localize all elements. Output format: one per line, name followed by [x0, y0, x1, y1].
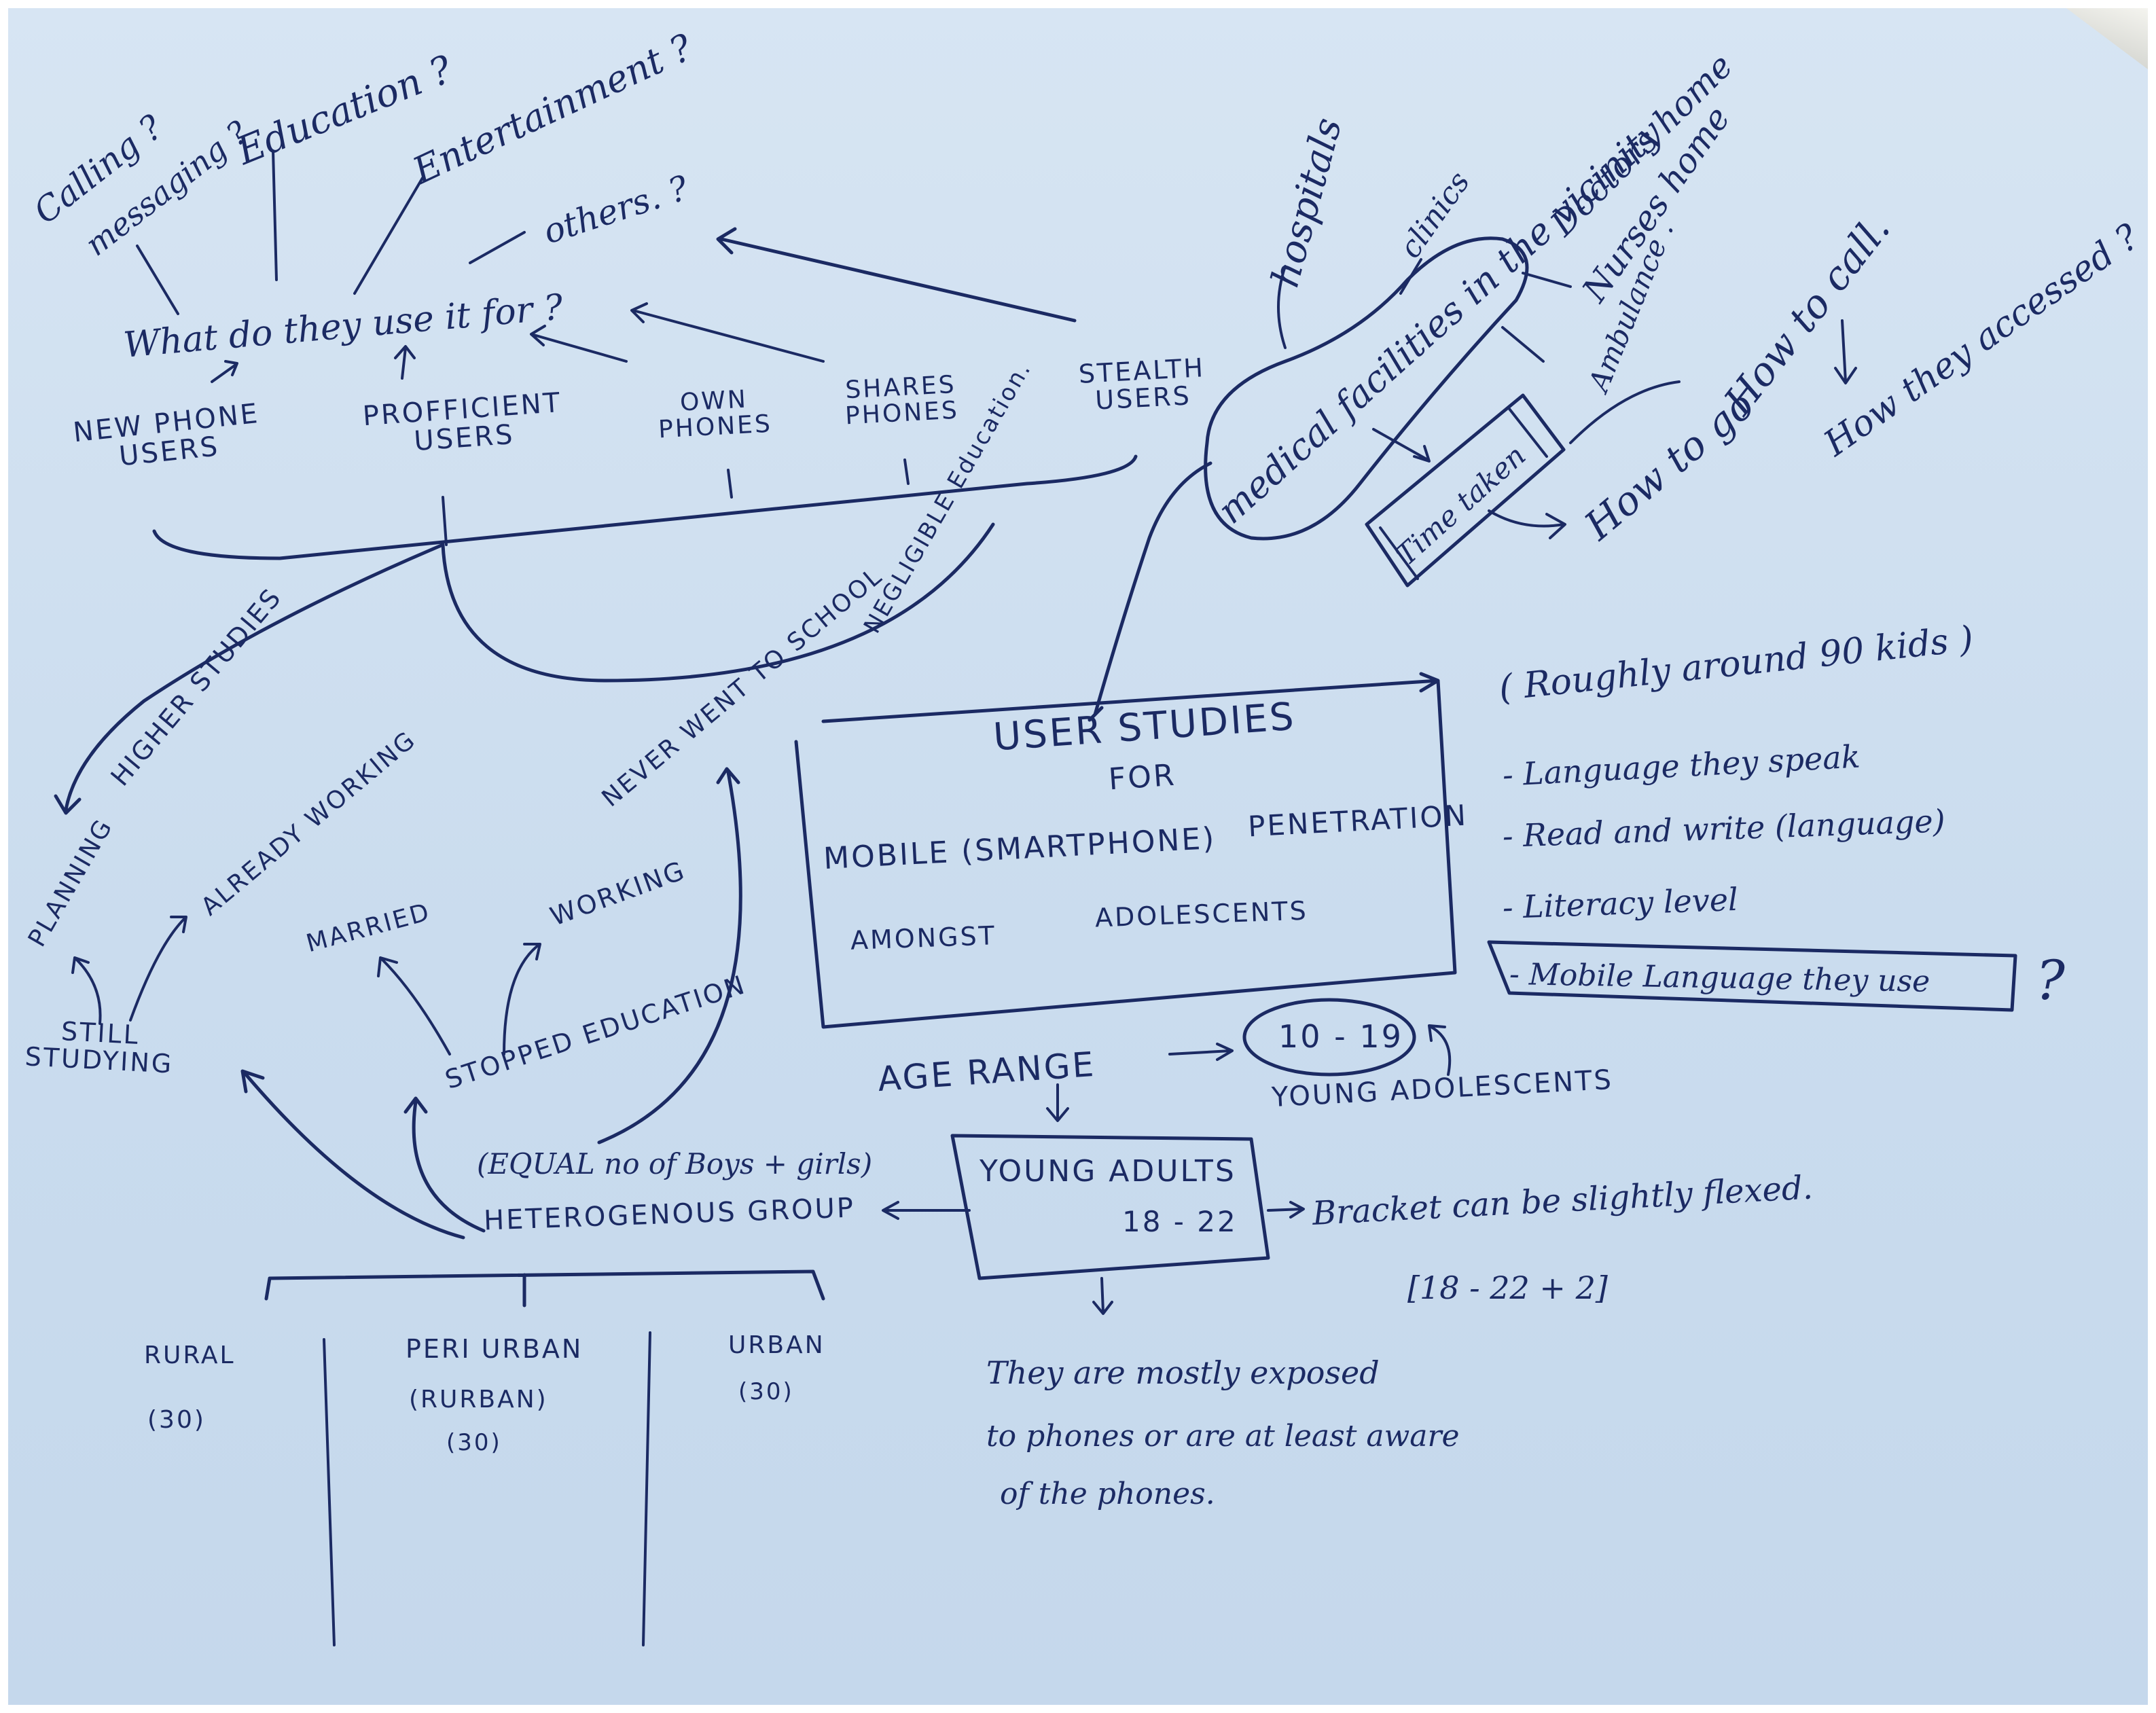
label-peri-count: (30): [446, 1429, 502, 1456]
arrow-adolescents-up: [1428, 1024, 1452, 1076]
tick-shares: [903, 458, 910, 485]
label-rurban: (RURBAN): [409, 1386, 548, 1413]
arrow-own-phones: [530, 325, 628, 363]
title-line4a: AMONGST: [850, 920, 997, 956]
arrow-age-down: [1046, 1083, 1069, 1122]
branch-to-negligible: [441, 522, 995, 683]
arrow-shares-phones: [630, 302, 825, 363]
label-urban-count: (30): [738, 1378, 794, 1405]
line-entertainment: [353, 177, 424, 295]
label-own-phones: OWN PHONES: [658, 385, 773, 444]
arrow-to-never-went: [597, 767, 742, 1144]
arrow-how-accessed: [1834, 319, 1857, 384]
arrow-proficient-up: [394, 345, 416, 380]
arrow-to-bracket: [1267, 1201, 1305, 1219]
arrow-to-planning: [71, 956, 102, 1025]
label-exposure-line3: of the phones.: [1000, 1477, 1215, 1511]
range-ellipse: [1242, 998, 1416, 1077]
medical-facilities-cloud: [1204, 236, 1529, 541]
arrow-stealth-users: [716, 227, 1077, 323]
line-hospitals: [1277, 265, 1287, 349]
title-line2: FOR: [1107, 757, 1178, 797]
arrow-age-to-range: [1168, 1043, 1234, 1061]
time-taken-box-inner: [1379, 408, 1548, 580]
divider-rural-peri: [323, 1338, 336, 1646]
label-shares-phones: SHARES PHONES: [844, 370, 960, 431]
line-education: [272, 149, 278, 281]
label-range-value: 10 - 19: [1278, 1018, 1403, 1055]
label-rural: RURAL: [144, 1341, 236, 1369]
arrow-how-to-call: [1569, 380, 1681, 444]
arrow-how-to-go: [1488, 509, 1566, 539]
arrow-new-users-up: [211, 360, 238, 383]
label-exposure-line2: to phones or are at least aware: [986, 1419, 1460, 1454]
label-stealth-users: STEALTH USERS: [1077, 353, 1206, 416]
label-bracket-value: [18 - 22 + 2]: [1407, 1269, 1608, 1306]
paper-sheet: Calling ? messaging ? Education ? Entert…: [8, 8, 2148, 1705]
line-clinics: [1399, 258, 1422, 295]
tick-own: [727, 469, 733, 499]
line-doctors: [1522, 272, 1572, 288]
line-calling: [136, 245, 179, 315]
arrow-to-time-taken: [1372, 428, 1431, 463]
arrow-to-heterogenous: [882, 1201, 971, 1220]
arrow-to-working: [503, 943, 541, 1056]
note-literacy: - Literacy level: [1502, 880, 1739, 926]
note-mobile-language: - Mobile Language they use: [1509, 957, 1930, 999]
label-peri-urban: PERI URBAN: [406, 1334, 583, 1364]
line-title-to-medical: [1088, 706, 1104, 722]
label-young-adults: YOUNG ADULTS: [980, 1154, 1236, 1189]
tick-proficient: [442, 496, 448, 546]
branch-to-planning: [54, 543, 445, 815]
label-exposure-line1: They are mostly exposed: [986, 1354, 1380, 1391]
title-box: [794, 672, 1457, 1029]
label-urban: URBAN: [728, 1331, 825, 1359]
label-rural-count: (30): [147, 1406, 206, 1434]
divider-peri-urban: [642, 1331, 651, 1646]
time-taken-box: [1365, 393, 1566, 588]
user-types-brace: [152, 454, 1138, 560]
line-nurses: [1501, 326, 1545, 363]
arrow-adults-down: [1092, 1277, 1113, 1315]
mobile-language-box: [1487, 940, 2017, 1012]
group-brace: [264, 1269, 825, 1308]
line-stealth-to-medical: [1093, 461, 1212, 717]
label-still-studying: STILL STUDYING: [24, 1016, 175, 1079]
arrow-to-stopped: [403, 1096, 486, 1233]
label-equal-boys-girls: (EQUAL no of Boys + girls): [477, 1147, 873, 1180]
note-question-mark: ?: [2036, 949, 2065, 1012]
line-others: [469, 231, 526, 264]
arrow-to-already-working: [129, 916, 187, 1022]
arrow-to-married: [377, 956, 451, 1056]
young-adults-box: [950, 1134, 1270, 1280]
arrow-to-still-studying: [240, 1069, 465, 1240]
sketch-lines: [54, 149, 2017, 1646]
label-young-adults-range: 18 - 22: [1122, 1205, 1238, 1238]
